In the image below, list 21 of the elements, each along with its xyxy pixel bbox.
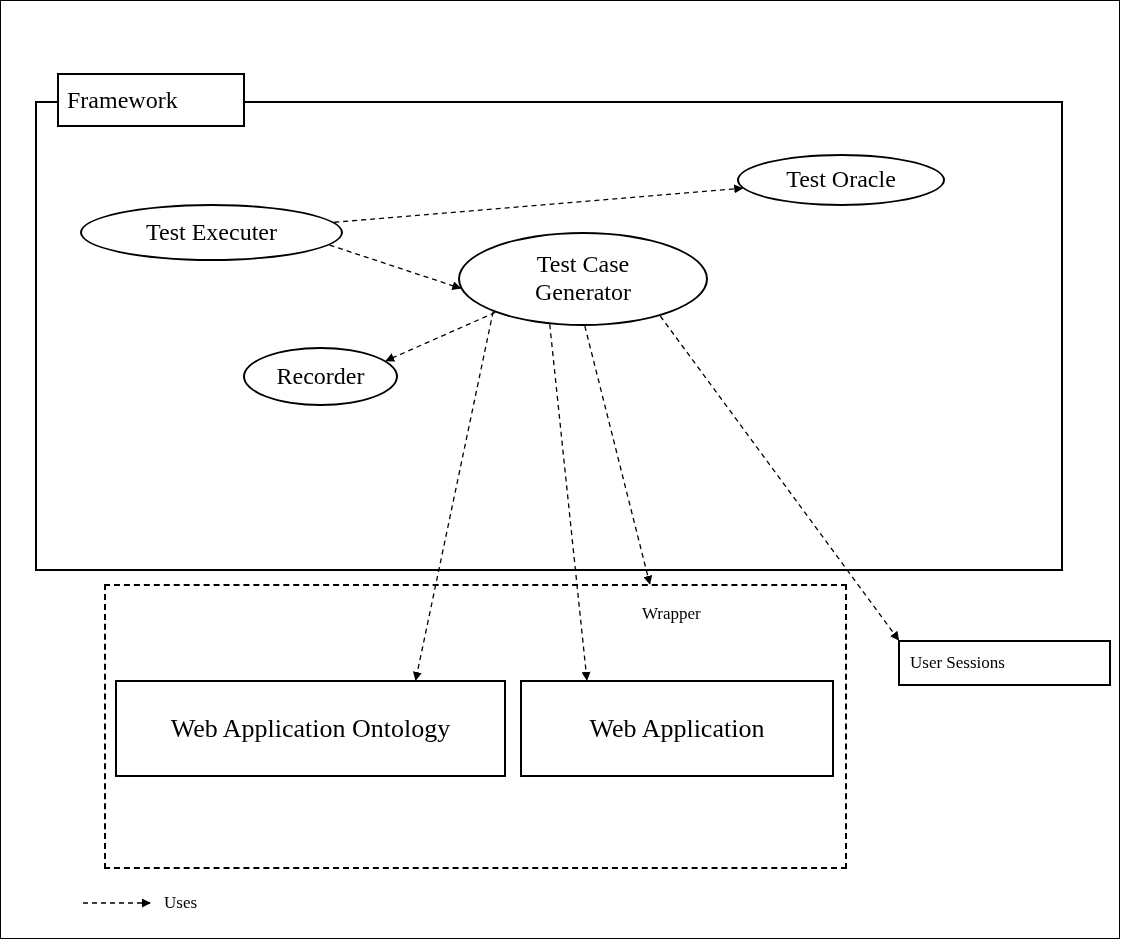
- node-label: Test Oracle: [786, 166, 896, 194]
- dashed-arrow: [412, 311, 494, 681]
- dashed-arrow: [385, 311, 496, 362]
- node-label: Recorder: [276, 362, 365, 391]
- dashed-arrow: [584, 325, 653, 585]
- node-label: Test Executer: [146, 218, 277, 247]
- dashed-arrow: [333, 184, 744, 223]
- component-box: [115, 680, 506, 777]
- dashed-arrow: [328, 244, 462, 290]
- component-box: [520, 680, 834, 777]
- wrapper-box: [104, 584, 847, 869]
- dashed-arrow: [659, 315, 900, 641]
- wrapper-label: Wrapper: [642, 604, 701, 624]
- node-label: Web Application: [589, 713, 765, 744]
- node-label: Test Case Generator: [534, 251, 632, 307]
- legend-label: Uses: [164, 893, 198, 913]
- component-box: [898, 640, 1111, 686]
- framework-tab: Framework: [57, 73, 245, 127]
- dashed-arrow: [549, 323, 591, 681]
- node-label: Web Application Ontology: [170, 713, 451, 744]
- node-label: User Sessions: [910, 653, 1005, 673]
